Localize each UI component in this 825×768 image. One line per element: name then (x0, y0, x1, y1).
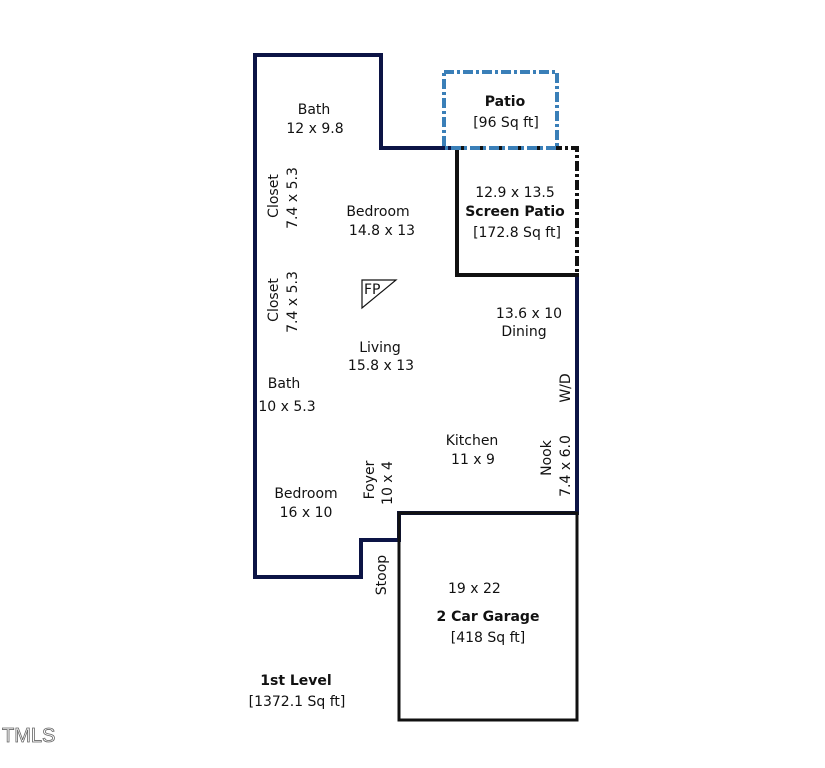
screen-patio-name: Screen Patio (465, 204, 565, 220)
level-name: 1st Level (260, 673, 331, 689)
bath1-name: Bath (298, 102, 331, 118)
bedroom2-name: Bedroom (274, 486, 337, 502)
kitchen-name: Kitchen (446, 433, 499, 449)
main-outline (255, 53, 457, 150)
patio-area: [96 Sq ft] (473, 115, 539, 131)
living-name: Living (359, 340, 401, 356)
kitchen-dims: 11 x 9 (451, 452, 495, 468)
bath2-dims: 10 x 5.3 (258, 399, 315, 415)
fireplace-label: FP (364, 282, 381, 298)
dining-dims: 13.6 x 10 (496, 306, 562, 322)
level-area: [1372.1 Sq ft] (249, 694, 346, 710)
screen-patio-dims: 12.9 x 13.5 (475, 185, 555, 201)
closet2-dims: 7.4 x 5.3 (285, 271, 301, 333)
closet2-name: Closet (266, 278, 282, 322)
wd-label: W/D (558, 373, 574, 402)
living-dims: 15.8 x 13 (348, 358, 414, 374)
patio-name: Patio (485, 94, 526, 110)
bedroom1-dims: 14.8 x 13 (349, 223, 415, 239)
garage-name: 2 Car Garage (437, 609, 540, 625)
patio-outline (442, 70, 559, 150)
dining-name: Dining (501, 324, 546, 340)
foyer-dims: 10 x 4 (380, 461, 396, 505)
bedroom2-dims: 16 x 10 (280, 505, 333, 521)
bath1-dims: 12 x 9.8 (286, 121, 343, 137)
stoop-label: Stoop (374, 555, 390, 596)
bath2-name: Bath (268, 376, 301, 392)
watermark-logo: TMLS (2, 725, 55, 747)
closet1-name: Closet (266, 174, 282, 218)
garage-area: [418 Sq ft] (451, 630, 526, 646)
garage-outline (397, 511, 579, 722)
nook-dims: 7.4 x 6.0 (558, 435, 574, 497)
foyer-name: Foyer (362, 460, 378, 499)
screen-patio-area: [172.8 Sq ft] (473, 225, 561, 241)
closet1-dims: 7.4 x 5.3 (285, 167, 301, 229)
fireplace-icon (361, 279, 398, 310)
garage-dims: 19 x 22 (448, 581, 501, 597)
nook-name: Nook (539, 439, 555, 476)
bedroom1-name: Bedroom (346, 204, 409, 220)
screen-patio-wall (455, 148, 579, 277)
